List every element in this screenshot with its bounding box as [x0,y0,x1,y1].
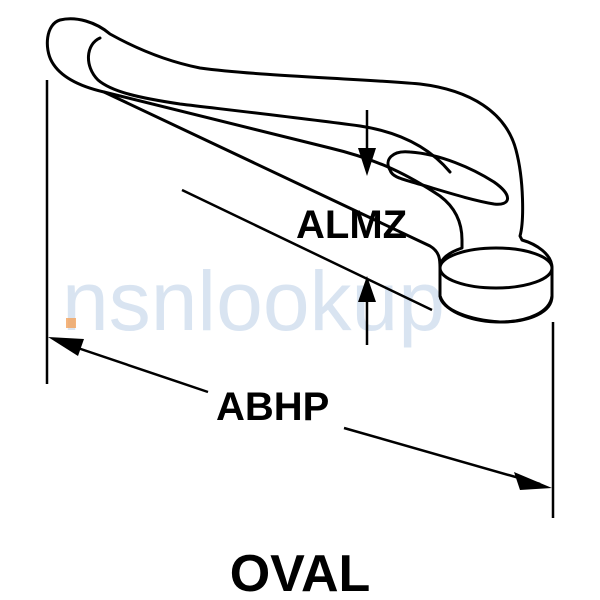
grip-contour [87,36,452,174]
watermark: nsnlookup [62,254,445,348]
oval-base-top [438,246,554,290]
length-arrowhead-right [514,472,552,490]
shape-caption: OVAL [230,545,371,600]
length-dimension-label: ABHP [216,385,329,429]
watermark-dot [66,318,76,328]
length-arrowhead-left [48,337,84,356]
height-arrowhead-down [358,148,376,176]
watermark-text: nsnlookup [62,254,445,348]
length-dimension-left [59,340,209,394]
ridge-detail [386,150,509,206]
arrowheads [48,148,552,490]
extension-line-lower [181,188,433,312]
length-dimension-right [343,426,541,486]
height-arrowhead-up [358,276,376,302]
oval-base-bottom [438,294,554,324]
height-dimension-label: ALMZ [296,203,407,247]
handle-part [45,17,554,324]
